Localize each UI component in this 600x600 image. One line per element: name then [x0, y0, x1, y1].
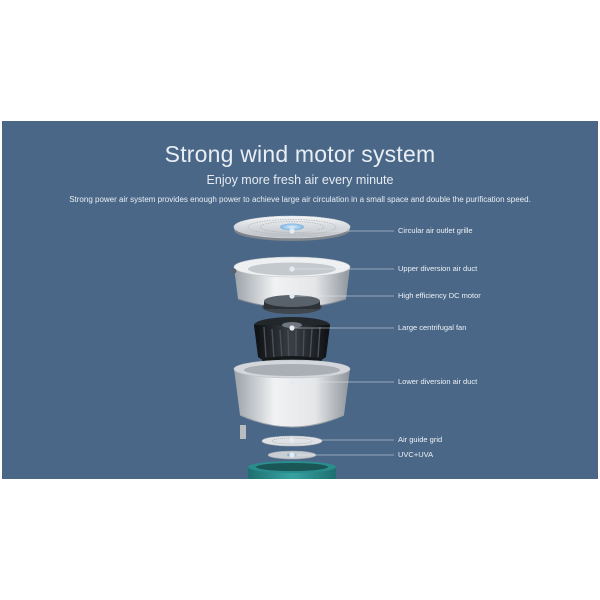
callout-dc-motor: High efficiency DC motor	[398, 291, 481, 300]
banner-subtitle: Enjoy more fresh air every minute	[206, 173, 394, 187]
callout-air-guide-grid: Air guide grid	[398, 435, 443, 444]
banner-description: Strong power air system provides enough …	[69, 195, 531, 204]
centrifugal-fan-part	[254, 317, 330, 366]
banner-title: Strong wind motor system	[164, 141, 436, 167]
product-banner: Strong wind motor system Enjoy more fres…	[2, 121, 598, 479]
callout-upper-air-duct: Upper diversion air duct	[398, 264, 478, 273]
callout-uv-module: UVC+UVA	[398, 450, 434, 459]
exploded-view-illustration	[231, 215, 394, 479]
callout-centrifugal-fan: Large centrifugal fan	[398, 323, 467, 332]
dc-motor-part	[262, 295, 322, 314]
lower-air-duct-part	[233, 359, 351, 439]
callout-lower-air-duct: Lower diversion air duct	[398, 377, 478, 386]
filter-part	[248, 461, 336, 479]
callout-outlet-grille: Circular air outlet grille	[398, 226, 473, 235]
